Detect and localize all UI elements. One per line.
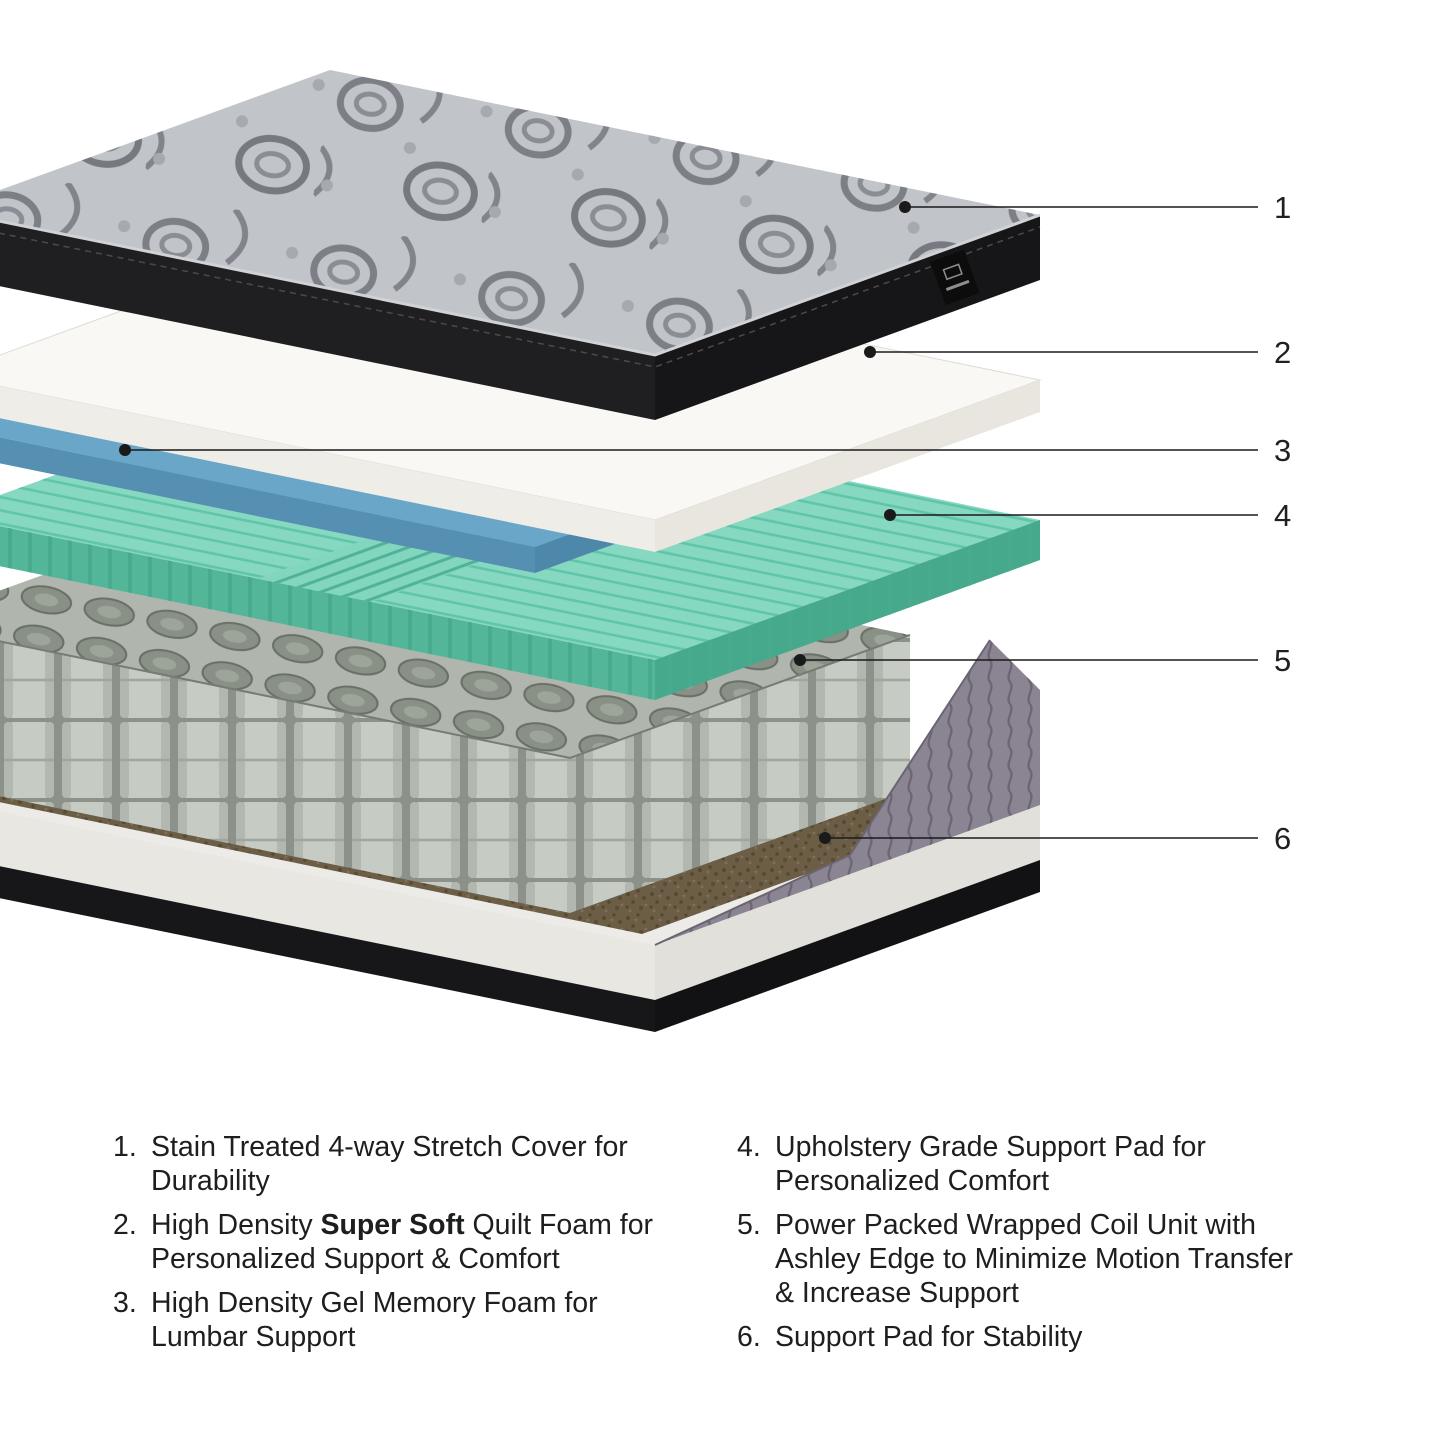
legend-item-text: Support Pad for Stability [775, 1321, 1083, 1353]
callout-number: 3 [1274, 433, 1291, 468]
callout-number: 2 [1274, 335, 1291, 370]
layer-quilted-cover [0, 70, 1041, 420]
legend-item: 4. Upholstery Grade Support Pad for Perso… [737, 1130, 1312, 1198]
callout-6: 6 [819, 821, 1291, 856]
legend-item: 1. Stain Treated 4-way Stretch Cover for … [113, 1130, 678, 1198]
legend-item-text: High Density Super Soft Quilt Foam for P… [151, 1209, 654, 1275]
callout-dot [119, 444, 131, 456]
legend-item-number: 4. [737, 1131, 761, 1163]
callout-number: 5 [1274, 643, 1291, 678]
legend-item-number: 3. [113, 1287, 137, 1319]
callout-4: 4 [884, 498, 1291, 533]
callout-3: 3 [119, 433, 1291, 468]
legend-col-right: 4. Upholstery Grade Support Pad for Perso… [737, 1130, 1312, 1364]
callout-dot [819, 832, 831, 844]
legend-item-text: High Density Gel Memory Foam for Lumbar … [151, 1287, 598, 1353]
callout-number: 6 [1274, 821, 1291, 856]
legend-item: 5. Power Packed Wrapped Coil Unit with As… [737, 1208, 1312, 1310]
legend-item-number: 5. [737, 1209, 761, 1241]
callout-dot [884, 509, 896, 521]
callout-2: 2 [864, 335, 1291, 370]
callout-dot [794, 654, 806, 666]
callout-number: 1 [1274, 190, 1291, 225]
callout-dot [864, 346, 876, 358]
legend-item: 2. High Density Super Soft Quilt Foam for… [113, 1208, 678, 1276]
legend-item-text: Power Packed Wrapped Coil Unit with Ashl… [775, 1209, 1293, 1309]
legend-item-number: 6. [737, 1321, 761, 1353]
callout-dot [899, 201, 911, 213]
legend-item: 6. Support Pad for Stability [737, 1320, 1312, 1354]
callout-1: 1 [899, 190, 1291, 225]
edge-support-wedge [654, 639, 1040, 946]
legend-item-number: 1. [113, 1131, 137, 1163]
legend-item-text: Upholstery Grade Support Pad for Persona… [775, 1131, 1206, 1197]
callout-5: 5 [794, 643, 1291, 678]
label-tag [930, 249, 980, 306]
callout-number: 4 [1274, 498, 1291, 533]
legend-col-left: 1. Stain Treated 4-way Stretch Cover for … [113, 1130, 678, 1364]
legend-item-text: Stain Treated 4-way Stretch Cover for Du… [151, 1131, 628, 1197]
legend-item-number: 2. [113, 1209, 137, 1241]
legend-item: 3. High Density Gel Memory Foam for Lumba… [113, 1286, 678, 1354]
